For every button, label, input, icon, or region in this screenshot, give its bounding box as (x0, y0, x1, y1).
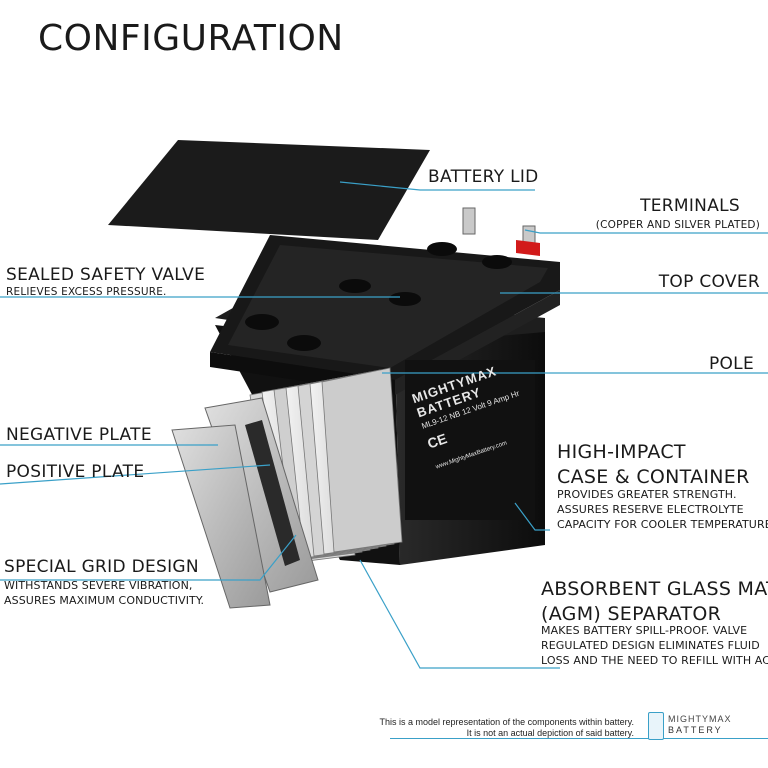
page-title: CONFIGURATION (38, 18, 344, 59)
terminal-red-cover (516, 240, 540, 256)
label-battery-lid: BATTERY LID (428, 167, 539, 187)
label-high-impact-2: CASE & CONTAINER (557, 466, 750, 488)
label-agm-2: (AGM) SEPARATOR (541, 603, 722, 625)
logo-line-2: BATTERY (668, 725, 723, 735)
label-high-impact-sub3: CAPACITY FOR COOLER TEMPERATURES. (557, 518, 768, 531)
leader-lines (0, 181, 768, 669)
label-top-cover: TOP COVER (658, 272, 760, 292)
label-high-impact-1: HIGH-IMPACT (557, 441, 686, 463)
label-grid-sub1: WITHSTANDS SEVERE VIBRATION, (4, 579, 193, 592)
label-agm-sub3: LOSS AND THE NEED TO REFILL WITH ACID. (541, 654, 768, 667)
label-terminals: TERMINALS (640, 196, 740, 216)
footer-line-2: It is not an actual depiction of said ba… (466, 728, 634, 738)
footer-disclaimer: This is a model representation of the co… (380, 717, 634, 739)
label-agm-sub1: MAKES BATTERY SPILL-PROOF. VALVE (541, 624, 748, 637)
label-agm-1: ABSORBENT GLASS MAT (541, 578, 768, 600)
battery-logo-icon (648, 712, 664, 740)
label-terminals-sub: (COPPER AND SILVER PLATED) (595, 219, 760, 231)
label-grid-design: SPECIAL GRID DESIGN (4, 557, 199, 577)
footer-divider (390, 738, 768, 739)
label-pole: POLE (708, 354, 754, 374)
label-sealed-valve-sub: RELIEVES EXCESS PRESSURE. (6, 286, 167, 298)
logo-line-1: MIGHTYMAX (668, 714, 732, 724)
label-high-impact-sub1: PROVIDES GREATER STRENGTH. (557, 488, 737, 501)
label-negative-plate: NEGATIVE PLATE (6, 425, 152, 445)
footer-line-1: This is a model representation of the co… (379, 717, 634, 727)
label-positive-plate: POSITIVE PLATE (6, 462, 145, 482)
label-high-impact-sub2: ASSURES RESERVE ELECTROLYTE (557, 503, 744, 516)
battery-lid (108, 140, 430, 240)
label-agm-sub2: REGULATED DESIGN ELIMINATES FLUID (541, 639, 760, 652)
label-sealed-valve: SEALED SAFETY VALVE (6, 265, 206, 285)
label-grid-sub2: ASSURES MAXIMUM CONDUCTIVITY. (4, 594, 205, 607)
terminal-negative (462, 207, 476, 235)
